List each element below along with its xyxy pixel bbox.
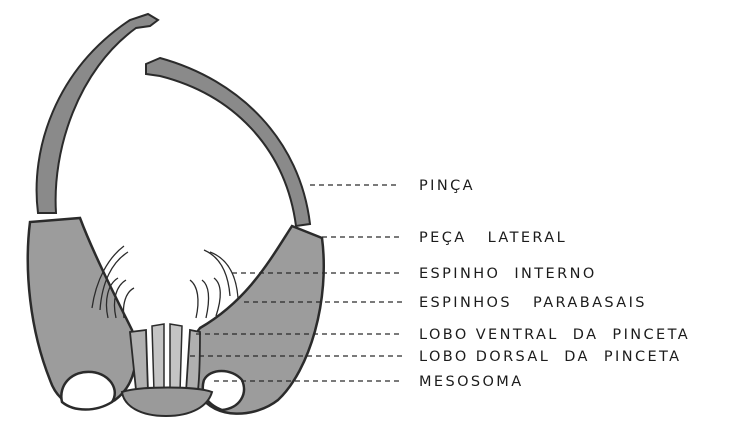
labels: PINÇA PEÇA LATERAL ESPINHO INTERNO ESPIN… [419,178,690,390]
label-lobo-ventral: LOBO VENTRAL DA PINCETA [419,327,690,343]
left-basal-cavity [61,372,114,410]
label-espinho-interno: ESPINHO INTERNO [419,266,597,282]
label-pinca: PINÇA [419,178,475,194]
label-peca-lateral: PEÇA LATERAL [419,230,567,246]
right-clasper [146,58,310,226]
genitalia-illustration [28,14,324,416]
label-mesosoma: MESOSOMA [419,374,524,390]
label-lobo-dorsal: LOBO DORSAL DA PINCETA [419,349,681,365]
mesosoma-plate [122,388,212,417]
left-clasper [37,14,158,213]
label-espinhos-parabasais: ESPINHOS PARABASAIS [419,295,647,311]
pincette-lobes [130,324,200,392]
parabasal-spines [106,278,220,318]
